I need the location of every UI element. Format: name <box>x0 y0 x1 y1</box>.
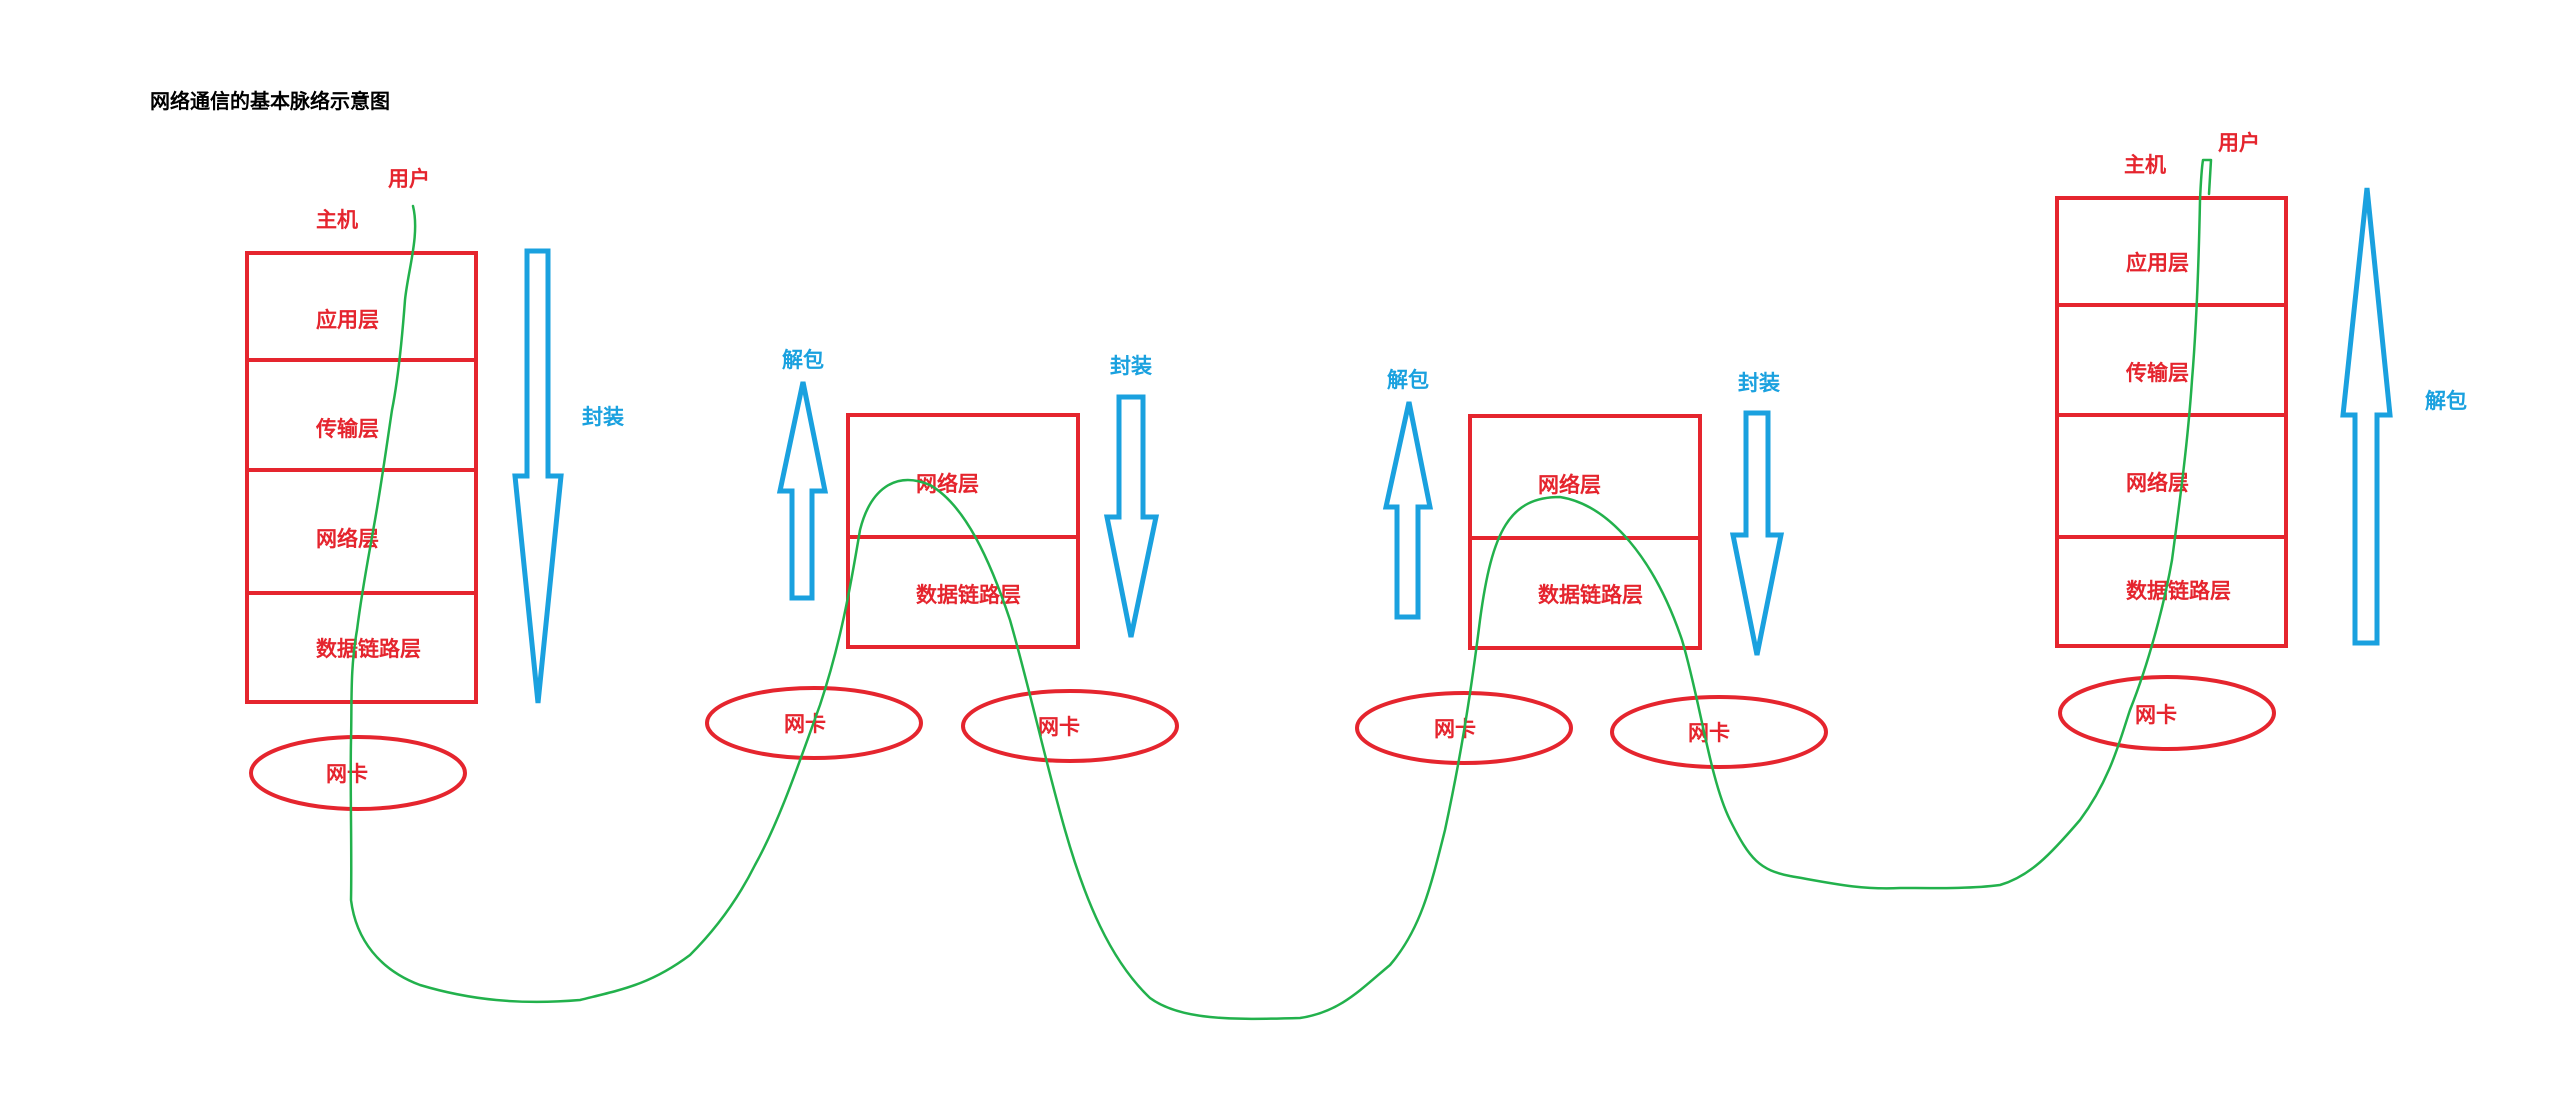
host-right-arrow-label: 解包 <box>2425 389 2467 413</box>
router-1-nic-label: 网卡 <box>1038 715 1080 739</box>
router-2-unpack-label: 解包 <box>1387 368 1429 392</box>
host-right-user-label: 用户 <box>2218 131 2260 155</box>
host-right-host-label: 主机 <box>2124 153 2166 177</box>
router-2-nic-in <box>1355 691 1573 765</box>
router-2-pack-arrow <box>1729 410 1785 656</box>
host-left-layer-transport <box>245 358 478 472</box>
data-path-line <box>349 158 2213 1021</box>
host-right-layer-datalink <box>2055 535 2288 648</box>
host-right-layer-label: 数据链路层 <box>2126 579 2231 603</box>
router-2-pack-label: 封装 <box>1738 371 1780 395</box>
host-right-nic-label: 网卡 <box>2135 703 2177 727</box>
host-left-arrow-label: 封装 <box>582 405 624 429</box>
host-right-nic <box>2058 675 2276 751</box>
host-right-layer-label: 传输层 <box>2125 361 2189 385</box>
host-left-user-label: 用户 <box>388 167 430 191</box>
host-left-nic-label: 网卡 <box>326 762 368 786</box>
host-right: 用户 主机 应用层 传输层 网络层 数据链路层 网卡 解包 <box>2055 131 2467 751</box>
host-left-layer-label: 数据链路层 <box>316 637 421 661</box>
router-2-layer-label: 网络层 <box>1538 473 1601 497</box>
host-right-layer-label: 网络层 <box>2126 471 2189 495</box>
host-left-host-label: 主机 <box>316 208 358 232</box>
host-left-layer-label: 应用层 <box>316 308 379 332</box>
router-1-unpack-label: 解包 <box>782 348 824 372</box>
host-right-unpack-arrow <box>2340 187 2393 646</box>
router-1-unpack-arrow <box>776 381 829 601</box>
router-2-nic-label: 网卡 <box>1688 721 1730 745</box>
router-2-layer-datalink <box>1468 536 1702 650</box>
router-2-unpack-arrow <box>1382 401 1434 620</box>
host-left-encapsulate-arrow <box>512 248 564 704</box>
diagram-title: 网络通信的基本脉络示意图 <box>150 89 390 113</box>
host-right-layer-transport <box>2055 303 2288 417</box>
router-1: 网络层 数据链路层 网卡 网卡 解包 封装 <box>705 348 1179 763</box>
router-2: 网络层 数据链路层 网卡 网卡 解包 封装 <box>1355 368 1828 769</box>
router-1-pack-label: 封装 <box>1110 354 1152 378</box>
host-right-layer-label: 应用层 <box>2126 251 2189 275</box>
router-2-layer-label: 数据链路层 <box>1538 583 1643 607</box>
router-1-nic-out <box>961 689 1179 763</box>
router-1-pack-arrow <box>1103 394 1160 638</box>
router-1-nic-label: 网卡 <box>784 712 826 736</box>
router-1-nic-in <box>705 686 923 760</box>
host-left: 用户 主机 应用层 传输层 网络层 数据链路层 网卡 封装 <box>245 167 624 811</box>
host-left-layer-application <box>245 251 478 362</box>
host-left-nic <box>249 735 467 811</box>
host-left-layer-label: 网络层 <box>316 527 379 551</box>
host-left-layer-label: 传输层 <box>315 417 379 441</box>
router-2-nic-label: 网卡 <box>1434 717 1476 741</box>
router-2-nic-out <box>1610 695 1828 769</box>
